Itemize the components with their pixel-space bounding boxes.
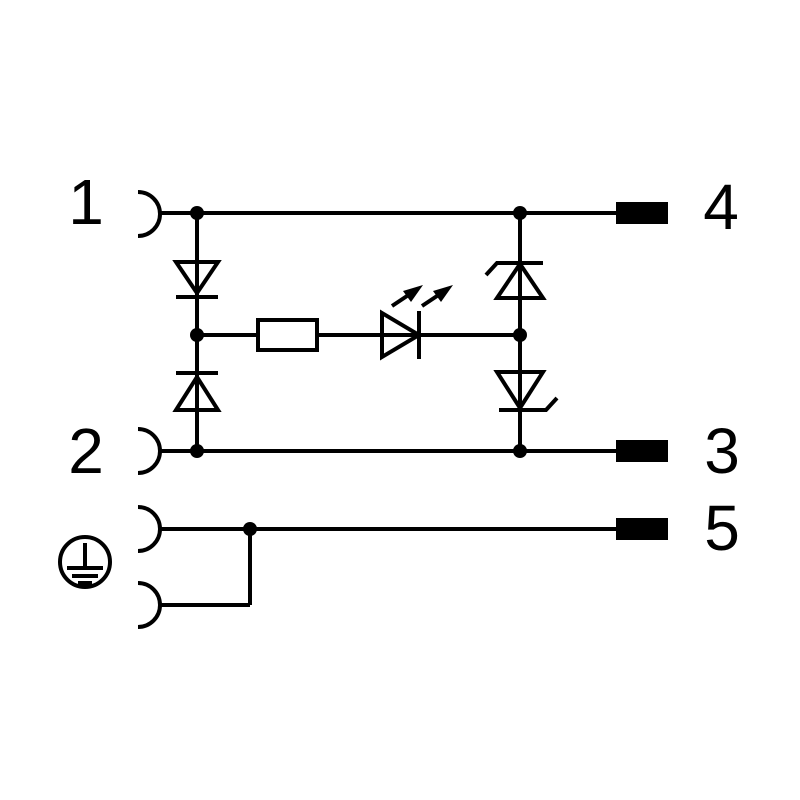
- pin4-label: 4: [703, 171, 739, 243]
- junction-dot: [513, 206, 527, 220]
- earth-socket-contact-icon: [137, 581, 162, 629]
- earth-circle: [58, 535, 112, 589]
- junction-dot: [190, 206, 204, 220]
- pin1-socket-contact-icon: [137, 190, 162, 238]
- diode-triangle: [172, 260, 222, 297]
- diode-triangle: [172, 373, 222, 412]
- pin4-terminal-icon: [616, 202, 668, 224]
- junction-dot: [243, 522, 257, 536]
- zener-cathode-bar: [499, 396, 559, 412]
- arrow-head: [403, 285, 423, 302]
- pin3-terminal-icon: [616, 440, 668, 462]
- arrow-shaft: [390, 294, 409, 308]
- junction-dot: [190, 444, 204, 458]
- diode-icon: [172, 371, 222, 412]
- led-light-arrow-icon: [390, 285, 423, 308]
- zener-diode-icon: [484, 260, 547, 300]
- led-icon: [380, 285, 453, 361]
- pin1-label: 1: [68, 166, 104, 238]
- junction-dot: [513, 328, 527, 342]
- resistor-icon: [256, 318, 319, 352]
- pin5-socket-contact-icon: [137, 505, 162, 553]
- junction-dot: [190, 328, 204, 342]
- arrow-head: [433, 285, 453, 302]
- pin5-label: 5: [704, 492, 740, 564]
- zener-triangle: [493, 370, 547, 412]
- led-light-arrow-icon: [420, 285, 453, 308]
- led-triangle: [380, 309, 423, 361]
- zener-triangle: [493, 260, 547, 300]
- zener-cathode-bar: [484, 261, 543, 277]
- diode-icon: [172, 260, 222, 299]
- pin2-label: 2: [68, 415, 104, 487]
- pin2-socket-contact-icon: [137, 427, 162, 475]
- junction-dot: [513, 444, 527, 458]
- pin3-label: 3: [704, 415, 740, 487]
- protective-earth-icon: [58, 535, 112, 589]
- arrow-shaft: [420, 294, 439, 308]
- zener-diode-icon: [493, 370, 559, 412]
- pin5-terminal-icon: [616, 518, 668, 540]
